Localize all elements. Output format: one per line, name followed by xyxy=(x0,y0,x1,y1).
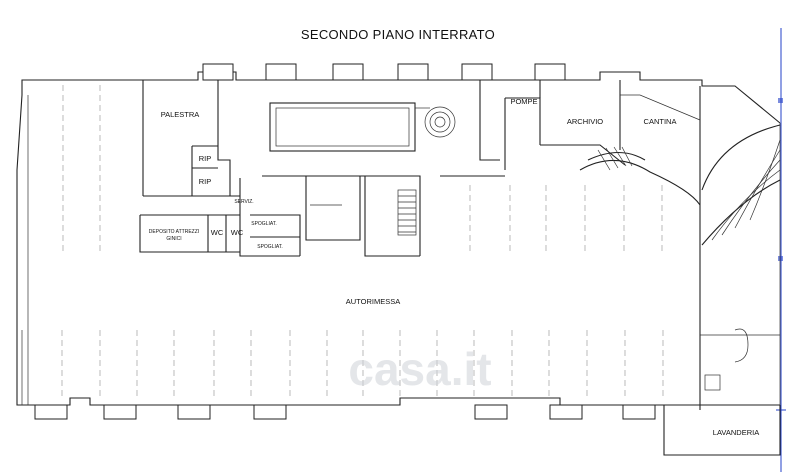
room-label-spogliat-2: SPOGLIAT. xyxy=(257,244,282,250)
room-label-servizi: SERVIZ. xyxy=(234,199,253,205)
lavanderia-area xyxy=(663,328,781,456)
room-label-autorimessa: AUTORIMESSA xyxy=(346,297,400,306)
pool-area xyxy=(269,102,456,152)
room-label-rip-1: RIP xyxy=(199,154,212,163)
room-label-palestra: PALESTRA xyxy=(161,110,200,119)
room-label-pompe: POMPE xyxy=(510,97,537,106)
top-windows xyxy=(202,63,566,81)
room-label-cantina: CANTINA xyxy=(644,117,677,126)
room-label-rip-2: RIP xyxy=(199,177,212,186)
curved-ramp xyxy=(579,124,781,246)
room-label-deposito-2: GINICI xyxy=(166,236,181,242)
room-label-deposito: DEPOSITO ATTREZZI xyxy=(149,229,199,235)
room-label-spogliat-1: SPOGLIAT. xyxy=(251,221,276,227)
room-label-archivio: ARCHIVIO xyxy=(567,117,603,126)
room-label-wc-2: WC xyxy=(231,228,244,237)
interior-walls xyxy=(139,80,701,257)
axis-line xyxy=(776,28,786,472)
parking-stalls-bottom xyxy=(21,330,780,405)
outer-walls xyxy=(16,71,781,410)
watermark: casa.it xyxy=(348,343,491,395)
room-label-wc-1: WC xyxy=(211,228,224,237)
parking-stalls-top xyxy=(62,85,663,255)
room-label-lavanderia: LAVANDERIA xyxy=(713,428,759,437)
bottom-windows xyxy=(34,404,656,420)
plan-title: SECONDO PIANO INTERRATO xyxy=(301,27,495,42)
stairs xyxy=(397,189,417,236)
